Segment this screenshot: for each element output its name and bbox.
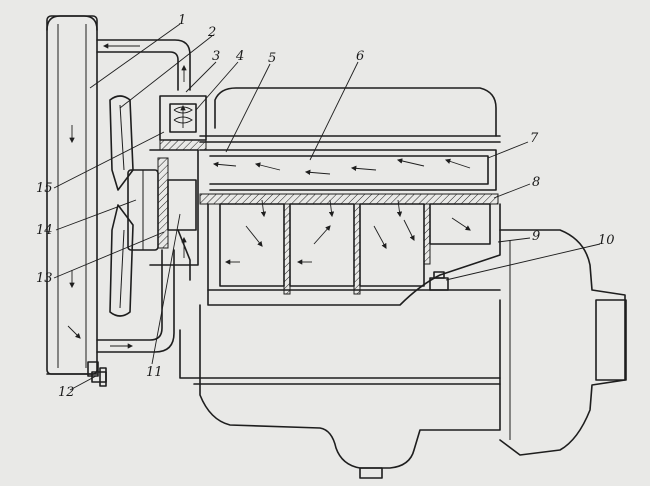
callout-4: 4 [235,49,244,64]
callout-labels: 1 2 3 4 5 6 7 8 9 10 11 12 13 14 15 [36,13,615,400]
callout-9: 9 [532,229,540,244]
upper-radiator-hose [96,39,191,91]
leader-lines [53,23,601,391]
callout-6: 6 [356,49,364,64]
radiator [46,15,98,375]
engine-block [179,87,627,479]
callout-15: 15 [36,181,53,196]
callout-7: 7 [530,131,539,146]
head-coolant-flow-arrows [212,158,471,176]
callout-3: 3 [212,49,220,64]
block-coolant-flow-arrows [224,199,471,265]
callout-8: 8 [532,175,540,190]
thermostat-housing [159,95,207,151]
lower-radiator-hose [67,249,175,353]
callout-13: 13 [36,271,53,286]
radiator-drain-tap [87,361,107,387]
callout-10: 10 [598,233,615,248]
callout-1: 1 [178,13,186,28]
callout-14: 14 [36,223,53,238]
callout-11: 11 [146,365,163,380]
callout-12: 12 [58,385,75,400]
callout-2: 2 [207,25,216,40]
callout-5: 5 [268,51,276,66]
cooling-fan [109,95,159,317]
